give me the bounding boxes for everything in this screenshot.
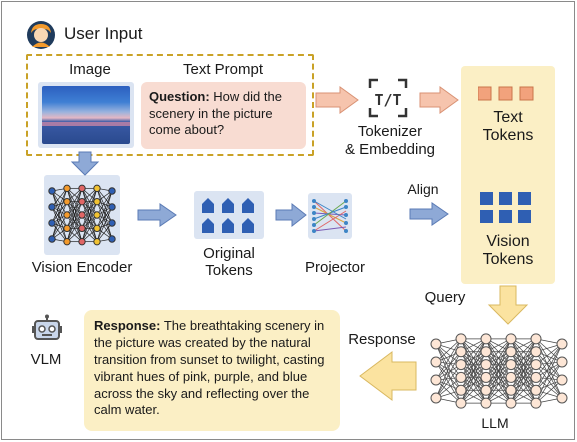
original-tokens-icon [202, 198, 254, 233]
robot-icon [32, 314, 62, 340]
network-node [78, 237, 86, 246]
network-node [48, 219, 56, 227]
arrow-prompt-to-tokenizer [315, 86, 359, 114]
network-node [505, 359, 517, 371]
question-label: Question: [149, 89, 210, 104]
network-node [480, 384, 492, 396]
image-label: Image [69, 61, 111, 78]
vision-encoder-network-icon [48, 184, 116, 246]
network-node [480, 359, 492, 371]
arrow-tokenizer-to-text-tokens [419, 86, 459, 114]
user-avatar-icon [27, 21, 55, 49]
network-node [556, 392, 568, 404]
question-text: How did the scenery in the picture come … [149, 89, 282, 138]
network-node [93, 211, 101, 219]
vlm-label: VLM [30, 351, 62, 368]
network-node [556, 356, 568, 368]
network-node [108, 219, 116, 227]
align-label: Align [407, 181, 439, 197]
response-text: The breathtaking scenery in the picture … [94, 318, 325, 418]
network-node [530, 346, 542, 358]
network-node [430, 392, 442, 404]
network-node [108, 203, 116, 211]
network-node [505, 333, 517, 345]
network-node [530, 359, 542, 371]
arrow-tokens-to-projector [275, 202, 307, 228]
projector-icon [312, 199, 348, 233]
network-node [530, 397, 542, 409]
network-node [455, 359, 467, 371]
response-box: Response: The breathtaking scenery in th… [84, 310, 340, 431]
network-node [455, 371, 467, 383]
network-node [530, 384, 542, 396]
network-node [505, 384, 517, 396]
network-node [430, 374, 442, 386]
user-input-title: User Input [64, 24, 143, 43]
network-node [480, 333, 492, 345]
network-node [48, 203, 56, 211]
network-node [530, 333, 542, 345]
network-node [93, 224, 101, 233]
response-arrow-label: Response [348, 331, 416, 348]
vision-tokens-icon [480, 192, 531, 223]
network-node [78, 211, 86, 219]
network-node [63, 197, 71, 206]
network-node [78, 197, 86, 206]
network-node [108, 235, 116, 243]
network-node [430, 338, 442, 350]
arrow-projector-to-vision-tokens [409, 202, 449, 226]
llm-network-icon [430, 333, 568, 409]
network-node [556, 338, 568, 350]
response-label: Response: [94, 318, 161, 333]
user-input-group [26, 54, 314, 156]
network-node [63, 211, 71, 219]
arrow-response [359, 351, 417, 401]
network-node [505, 371, 517, 383]
network-node [108, 187, 116, 195]
llm-label: LLM [481, 415, 509, 431]
network-node [63, 237, 71, 246]
network-node [63, 184, 71, 193]
network-node [93, 184, 101, 193]
network-node [455, 397, 467, 409]
svg-text:T/T: T/T [374, 91, 401, 109]
original-tokens-label: Original Tokens [203, 245, 255, 280]
tokenizer-icon: T/T [368, 78, 408, 118]
vision-encoder-label: Vision Encoder [31, 259, 133, 276]
network-node [48, 235, 56, 243]
network-node [78, 184, 86, 193]
network-node [556, 374, 568, 386]
input-photo [42, 86, 130, 144]
network-node [93, 237, 101, 246]
network-node [48, 187, 56, 195]
network-node [480, 346, 492, 358]
network-node [63, 224, 71, 233]
tokenizer-label: Tokenizer & Embedding [344, 123, 436, 158]
network-node [505, 346, 517, 358]
network-node [78, 224, 86, 233]
network-node [93, 197, 101, 206]
token-panel [461, 66, 555, 284]
network-node [530, 371, 542, 383]
network-node [480, 371, 492, 383]
network-node [430, 356, 442, 368]
network-node [455, 346, 467, 358]
arrow-image-to-encoder [70, 151, 100, 176]
vision-tokens-label: Vision Tokens [482, 233, 534, 269]
network-node [455, 333, 467, 345]
text-prompt-label: Text Prompt [182, 61, 264, 78]
arrow-encoder-to-tokens [137, 203, 177, 227]
network-node [505, 397, 517, 409]
network-node [480, 397, 492, 409]
query-label: Query [424, 289, 466, 306]
text-tokens-label: Text Tokens [482, 109, 534, 145]
text-tokens-icon [478, 86, 534, 101]
text-prompt-box: Question: How did the scenery in the pic… [141, 82, 306, 149]
projector-label: Projector [304, 259, 366, 276]
arrow-query [487, 285, 529, 325]
network-node [455, 384, 467, 396]
